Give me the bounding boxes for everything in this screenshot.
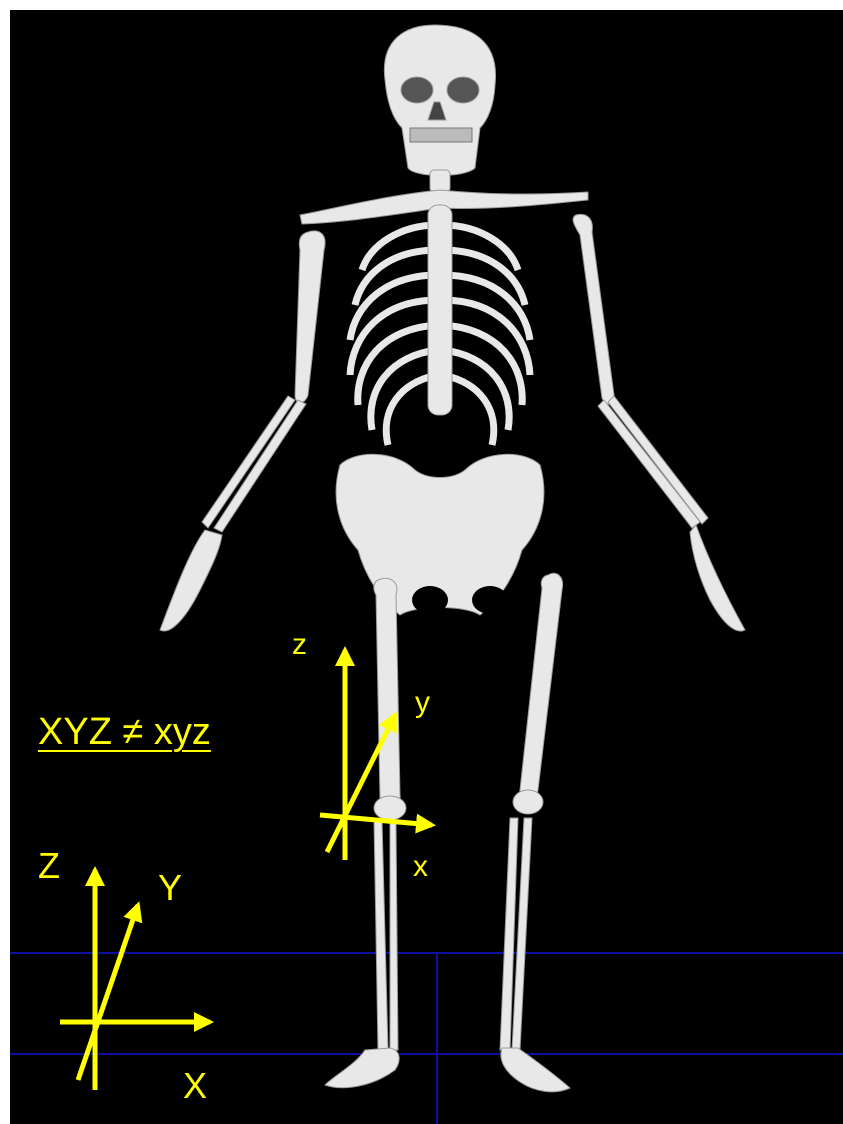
left-arm [160,231,325,631]
local-z-label: z [292,630,307,660]
skeleton-scene [10,10,843,1124]
sternum [428,205,452,415]
skeleton-model [160,25,745,1092]
skull [384,25,495,176]
3d-viewport[interactable]: XYZ ≠ xyz X Y Z x y z [10,10,843,1124]
ground-grid [10,953,843,1124]
global-z-label: Z [38,848,60,884]
global-y-label: Y [158,870,182,906]
caption-xyz-not-equal: XYZ ≠ xyz [38,713,211,751]
right-leg [500,573,570,1092]
global-axes-icon [60,870,210,1090]
right-arm [573,214,745,631]
local-y-label: y [415,688,430,718]
local-x-label: x [413,852,428,882]
global-x-label: X [183,1068,207,1104]
